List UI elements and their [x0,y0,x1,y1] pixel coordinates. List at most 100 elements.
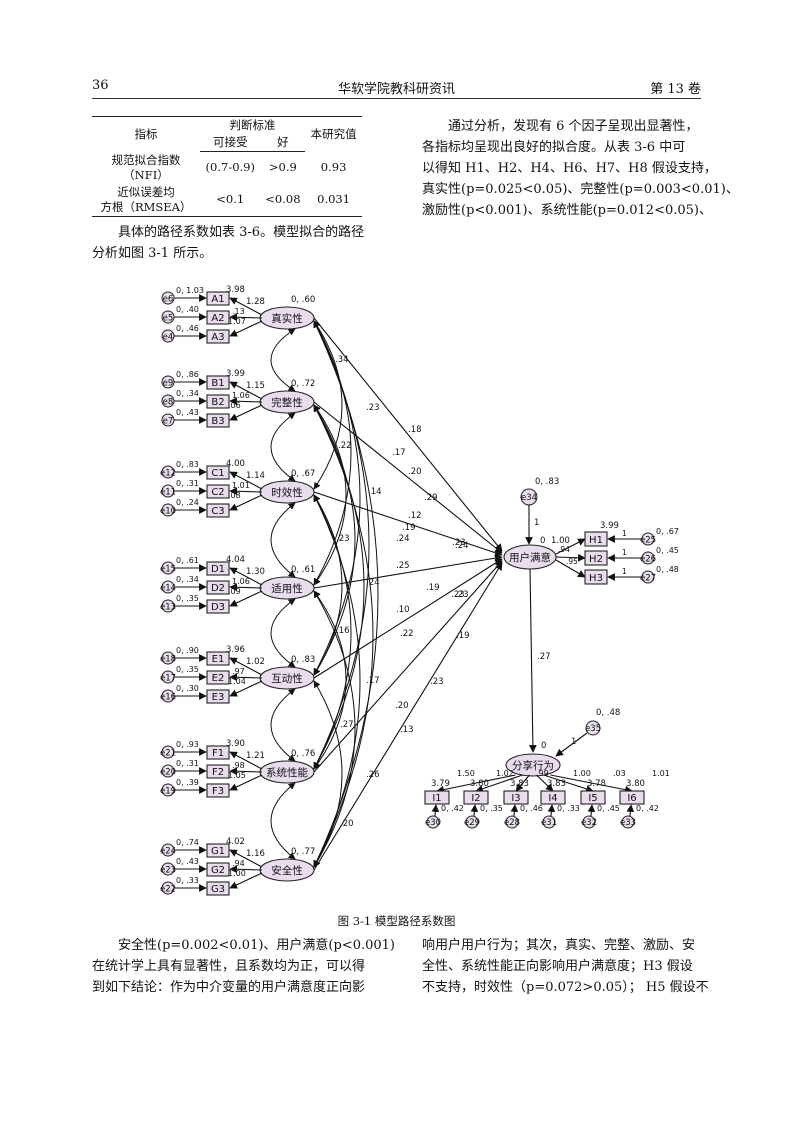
indicator-box [206,291,230,306]
indicator-label: F2 [212,767,224,778]
cell-value: 0.031 [305,183,362,217]
covariance-curve [313,320,379,868]
error-label: e9 [163,379,174,389]
error-label: e16 [160,693,176,703]
error-label: e29 [464,818,480,828]
indicator-label: C3 [211,506,224,517]
covariance-label: .23 [452,538,466,548]
error-variance-label: 0, .90 [176,646,199,655]
indicator-box [584,569,608,585]
covariance-curve [313,320,343,490]
covariance-label: .19 [456,631,470,641]
indicator-label: I4 [548,793,557,804]
regression-label: .24 [455,541,469,551]
regression-path [313,558,503,679]
regression-path [313,560,503,773]
error-variance-label: 0, .40 [176,305,199,314]
indicator-box [206,651,230,666]
col-header-acceptable: 可接受 [199,134,261,152]
error-variance-label: 0, .43 [176,408,199,417]
error-label: e22 [160,885,176,895]
regression-path [313,562,503,871]
covariance-curve [313,494,343,676]
indicator-label: C2 [211,487,224,498]
error-label: e13 [160,603,176,613]
indicator-label: D2 [211,583,225,594]
error-label: e12 [160,469,176,479]
indicator-box [503,790,529,805]
text-line: 在统计学上具有显著性，且系数均为正，可以得 [92,959,366,974]
covariance-label: .16 [336,626,350,636]
loading-label: 1.06 [232,577,250,586]
loading-label: .97 [232,667,245,676]
indicator-label: E1 [212,654,225,665]
page-header: 36 华软学院教科研资讯 第 13 卷 [92,78,701,100]
indicator-box [463,790,489,805]
loading-label: 1.00 [228,869,246,878]
indicator-label: G1 [211,846,225,857]
loading-label: 1.05 [228,771,246,780]
intercept-label: 0 [541,741,546,751]
loading-label: 1.04 [228,677,246,686]
regression-path [529,568,537,753]
covariance-label: .34 [335,355,349,365]
paragraph-left-top: 具体的路径系数如表 3-6。模型拟合的路径 分析如图 3-1 所示。 [92,222,374,264]
loading-arrow [515,774,530,792]
factor-variance-label: 0, .83 [291,655,315,665]
indicator-label: A3 [211,332,224,343]
error-arrow [587,804,596,817]
error-variance-label: 0, .33 [176,876,199,885]
covariance-label: .17 [366,676,380,686]
indicator-box [206,465,230,480]
indicator-box [584,550,608,566]
error-variance-label: 0, .42 [441,804,464,813]
error-variance-label: 0, .46 [520,804,543,813]
regression-label: .19 [402,523,416,533]
error-variance-label: 0, .35 [176,665,199,674]
table-row: 近似误差均方根（RMSEA） <0.1 <0.08 0.031 [92,183,362,217]
indicator-mean-label: 3.83 [547,779,566,789]
covariance-label: .20 [395,701,409,711]
covariance-label: .23 [366,403,380,413]
col-header-value: 本研究值 [305,116,362,152]
error-arrow [510,804,519,817]
error-label: e17 [160,674,176,684]
figure-caption: 图 3-1 模型路径系数图 [337,914,456,928]
loading-label: .13 [232,307,245,316]
error-label: e31 [541,818,557,828]
volume-label: 第 13 卷 [650,82,701,97]
loading-label: .08 [228,491,241,500]
loading-arrow [229,751,263,770]
regression-path [313,554,503,589]
error-circle [621,815,635,829]
factor-label: 时效性 [271,486,303,499]
error-label: e20 [160,768,176,778]
indicator-label: I6 [627,793,636,804]
covariance-label: .29 [424,493,438,503]
text-line: 以得知 H1、H2、H4、H6、H7、H8 假设支持， [422,161,717,176]
error-variance-label: 0, .35 [480,804,503,813]
paragraph-left-bottom: 安全性(p=0.002<0.01)、用户满意(p<0.001) 在统计学上具有显… [92,935,395,998]
error-label: e32 [581,818,597,828]
covariance-label: .20 [340,819,354,829]
regression-label: .23 [455,590,469,600]
error-circle [582,815,596,829]
error-variance-label: 0, 1.03 [176,286,204,295]
path-diagram: .34.23.18.17.20.22.14.12.29.23.24.23.25.… [160,285,679,896]
loading-arrow [229,320,263,337]
text-line: 激励性(p<0.001)、系统性能(p=0.012<0.05)、 [422,203,712,218]
loading-arrow [475,774,523,793]
path-label: 1 [571,737,576,747]
error-label: e27 [640,574,656,584]
loading-arrow [555,553,586,562]
indicator-box [580,790,606,805]
covariance-label: .13 [400,725,414,735]
loading-label: .09 [228,587,241,596]
indicator-box [424,790,450,805]
factor-label: 互动性 [271,672,303,685]
intercept-label: 0 [540,536,545,546]
indicator-label: D3 [211,602,225,613]
indicator-label: H2 [589,554,603,565]
cell-good: <0.08 [260,183,306,217]
error-variance-label: 0, .83 [535,477,559,487]
